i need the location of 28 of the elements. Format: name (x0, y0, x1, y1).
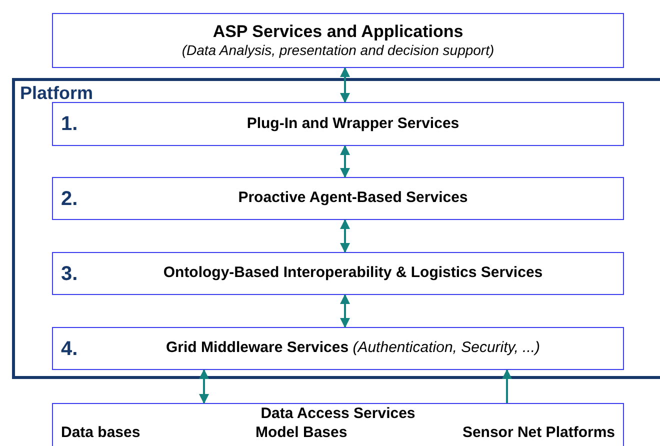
group-title: Platform (20, 82, 94, 104)
item-label: Data bases (61, 424, 140, 442)
layer-box (52, 13, 624, 68)
step-number: 3. (61, 262, 79, 286)
heading: ASP Services and Applications (212, 21, 464, 42)
heading: Data Access Services (260, 405, 416, 424)
layer-title: Proactive Agent-Based Services (237, 188, 469, 208)
layer-box (52, 252, 624, 295)
arrow (340, 294, 350, 328)
layer-title: Ontology-Based Interoperability & Logistics Services (162, 263, 544, 284)
step-number: 4. (61, 336, 79, 362)
platform-frame (12, 78, 660, 379)
layer-box (52, 403, 624, 446)
item-label: Model Bases (255, 424, 348, 442)
arrow (199, 369, 209, 404)
step-number: 1. (61, 112, 79, 137)
layer-title: Grid Middleware Services (Authentication, Security, ...) (164, 338, 542, 358)
arrow (340, 219, 350, 253)
layer-title: Plug-In and Wrapper Services (246, 114, 460, 134)
item-label: Sensor Net Platforms (462, 424, 615, 442)
layer-box (52, 102, 624, 146)
arrow (340, 67, 350, 103)
layer-box (52, 177, 624, 220)
arrow (340, 145, 350, 178)
step-number: 2. (61, 186, 79, 212)
layer-box (52, 327, 624, 370)
arrow (502, 369, 512, 403)
subheading: (Data Analysis, presentation and decision support) (182, 42, 494, 60)
